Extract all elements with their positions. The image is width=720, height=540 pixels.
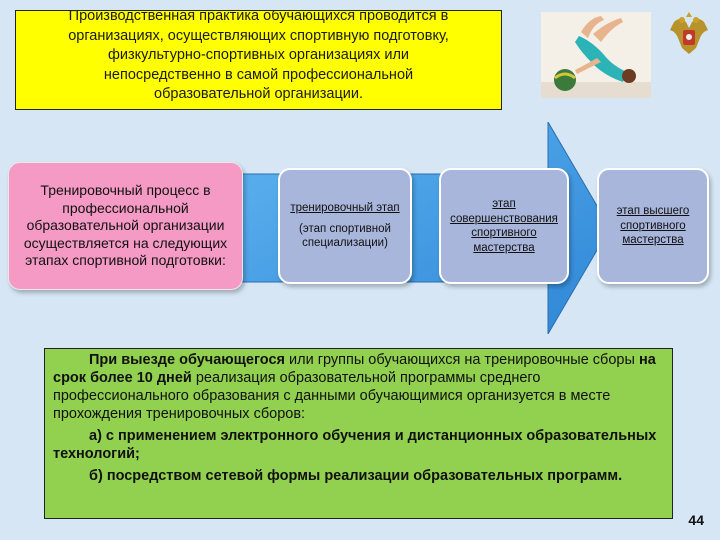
stage-training-sub: (этап спортивной специализации): [299, 222, 391, 250]
camp-text-2: реализация образовательной программы сре…: [53, 370, 611, 422]
camp-paragraph-3: б) посредством сетевой формы реализации …: [53, 467, 664, 485]
stage-improvement: этап совершенствования спортивного масте…: [439, 168, 569, 284]
stage-training: тренировочный этап (этап спортивной спец…: [278, 168, 412, 284]
stage-higher-mastery: этап высшего спортивного мастерства: [597, 168, 709, 284]
training-camp-box: При выезде обучающегося или группы обуча…: [44, 348, 673, 519]
stage-higher-mastery-label: этап высшего спортивного мастерства: [616, 205, 690, 247]
camp-option-a: а) с применением электронного обучения и…: [53, 428, 657, 462]
stage-improvement-label: этап совершенствования спортивного масте…: [450, 198, 558, 254]
stage-training-label: тренировочный этап: [290, 202, 400, 215]
page-number: 44: [688, 512, 704, 528]
training-process-box: Тренировочный процесс в профессиональной…: [8, 162, 243, 290]
camp-bold-2: на срок более 10 дней: [53, 352, 656, 386]
title-line-5: образовательной организации.: [154, 86, 363, 102]
camp-bold-1: При выезде обучающегося: [89, 352, 285, 368]
title-line-4: непосредственно в самой профессиональной: [103, 66, 414, 83]
title-line-2: организациях, осуществляющих спортивную …: [68, 27, 449, 44]
camp-text-1: или группы обучающихся на тренировочные …: [284, 352, 639, 368]
camp-paragraph-2: а) с применением электронного обучения и…: [53, 427, 664, 463]
russian-coat-of-arms-icon: [666, 8, 712, 58]
gymnast-photo: [541, 12, 651, 98]
camp-paragraph-1: При выезде обучающегося или группы обуча…: [53, 351, 664, 423]
title-line-3: физкультурно-спортивных организациях или: [107, 47, 410, 63]
camp-option-b: б) посредством сетевой формы реализации …: [89, 468, 623, 484]
title-line-1: Производственная практика обучающихся пр…: [68, 10, 449, 24]
title-box: Производственная практика обучающихся пр…: [15, 10, 502, 110]
training-process-text: Тренировочный процесс в профессиональной…: [23, 182, 228, 269]
